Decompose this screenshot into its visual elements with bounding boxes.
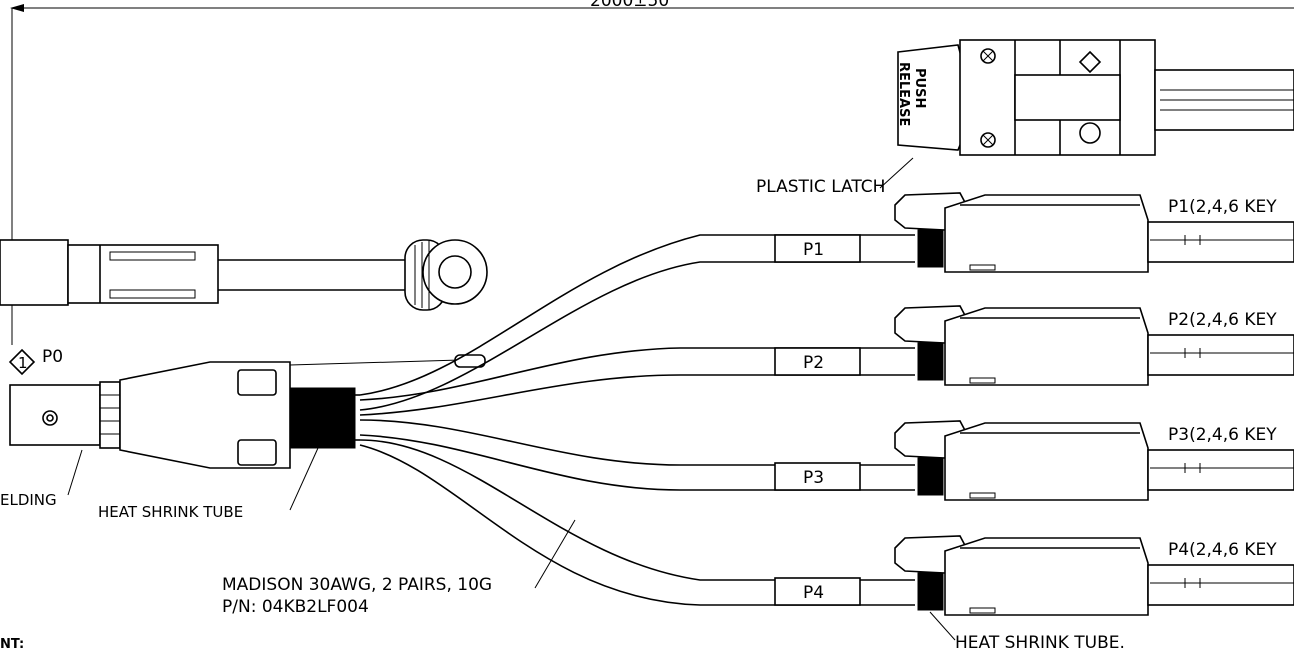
cable-spec-line1: MADISON 30AWG, 2 PAIRS, 10G	[222, 575, 492, 595]
push-label: PUSH	[912, 68, 927, 108]
branch-connector-p4: P4(2,4,6 KEY	[894, 535, 1294, 616]
branch-callout: P2(2,4,6 KEY	[1168, 310, 1277, 330]
branch-tag-p1: P1	[774, 234, 861, 263]
branch-callout: P1(2,4,6 KEY	[1168, 197, 1277, 217]
shielding-label: ELDING	[0, 491, 57, 509]
heat-shrink-right-label: HEAT SHRINK TUBE.	[955, 633, 1125, 652]
cable-branches	[359, 234, 915, 606]
branch-connector-p1: P1(2,4,6 KEY	[894, 192, 1294, 273]
branch-callout: P3(2,4,6 KEY	[1168, 425, 1277, 445]
top-connector: PUSH RELEASE	[896, 39, 1294, 156]
heat-shrink-right-callout: HEAT SHRINK TUBE.	[929, 611, 1125, 652]
dimension-label: 2000±50	[590, 0, 669, 11]
p0-connector: 1 P0	[8, 347, 486, 469]
heat-shrink-left-callout: HEAT SHRINK TUBE	[98, 447, 319, 521]
cable-spec-callout: MADISON 30AWG, 2 PAIRS, 10G P/N: 04KB2LF…	[222, 519, 576, 617]
branch-tag-p2: P2	[774, 347, 861, 376]
branch-connector-p3: P3(2,4,6 KEY	[894, 420, 1294, 501]
branch-tag-label: P3	[803, 468, 824, 488]
heat-shrink-left-label: HEAT SHRINK TUBE	[98, 503, 243, 521]
branch-callout: P4(2,4,6 KEY	[1168, 540, 1277, 560]
branch-tag-p4: P4	[774, 577, 861, 606]
branch-tag-label: P4	[803, 583, 824, 603]
branch-tag-label: P1	[803, 240, 824, 260]
branch-tag-label: P2	[803, 353, 824, 373]
bottom-left-note: NT:	[0, 637, 24, 652]
release-label: RELEASE	[896, 62, 911, 126]
branch-tag-p3: P3	[774, 462, 861, 491]
plastic-latch-callout: PLASTIC LATCH	[756, 157, 914, 197]
left-upper-connector	[0, 239, 488, 311]
plastic-latch-label: PLASTIC LATCH	[756, 177, 885, 197]
p0-note-marker: 1	[18, 354, 28, 372]
branch-connector-p2: P2(2,4,6 KEY	[894, 305, 1294, 386]
shielding-callout: ELDING	[0, 449, 83, 509]
p0-label: P0	[42, 347, 63, 367]
cable-spec-line2: P/N: 04KB2LF004	[222, 597, 369, 617]
